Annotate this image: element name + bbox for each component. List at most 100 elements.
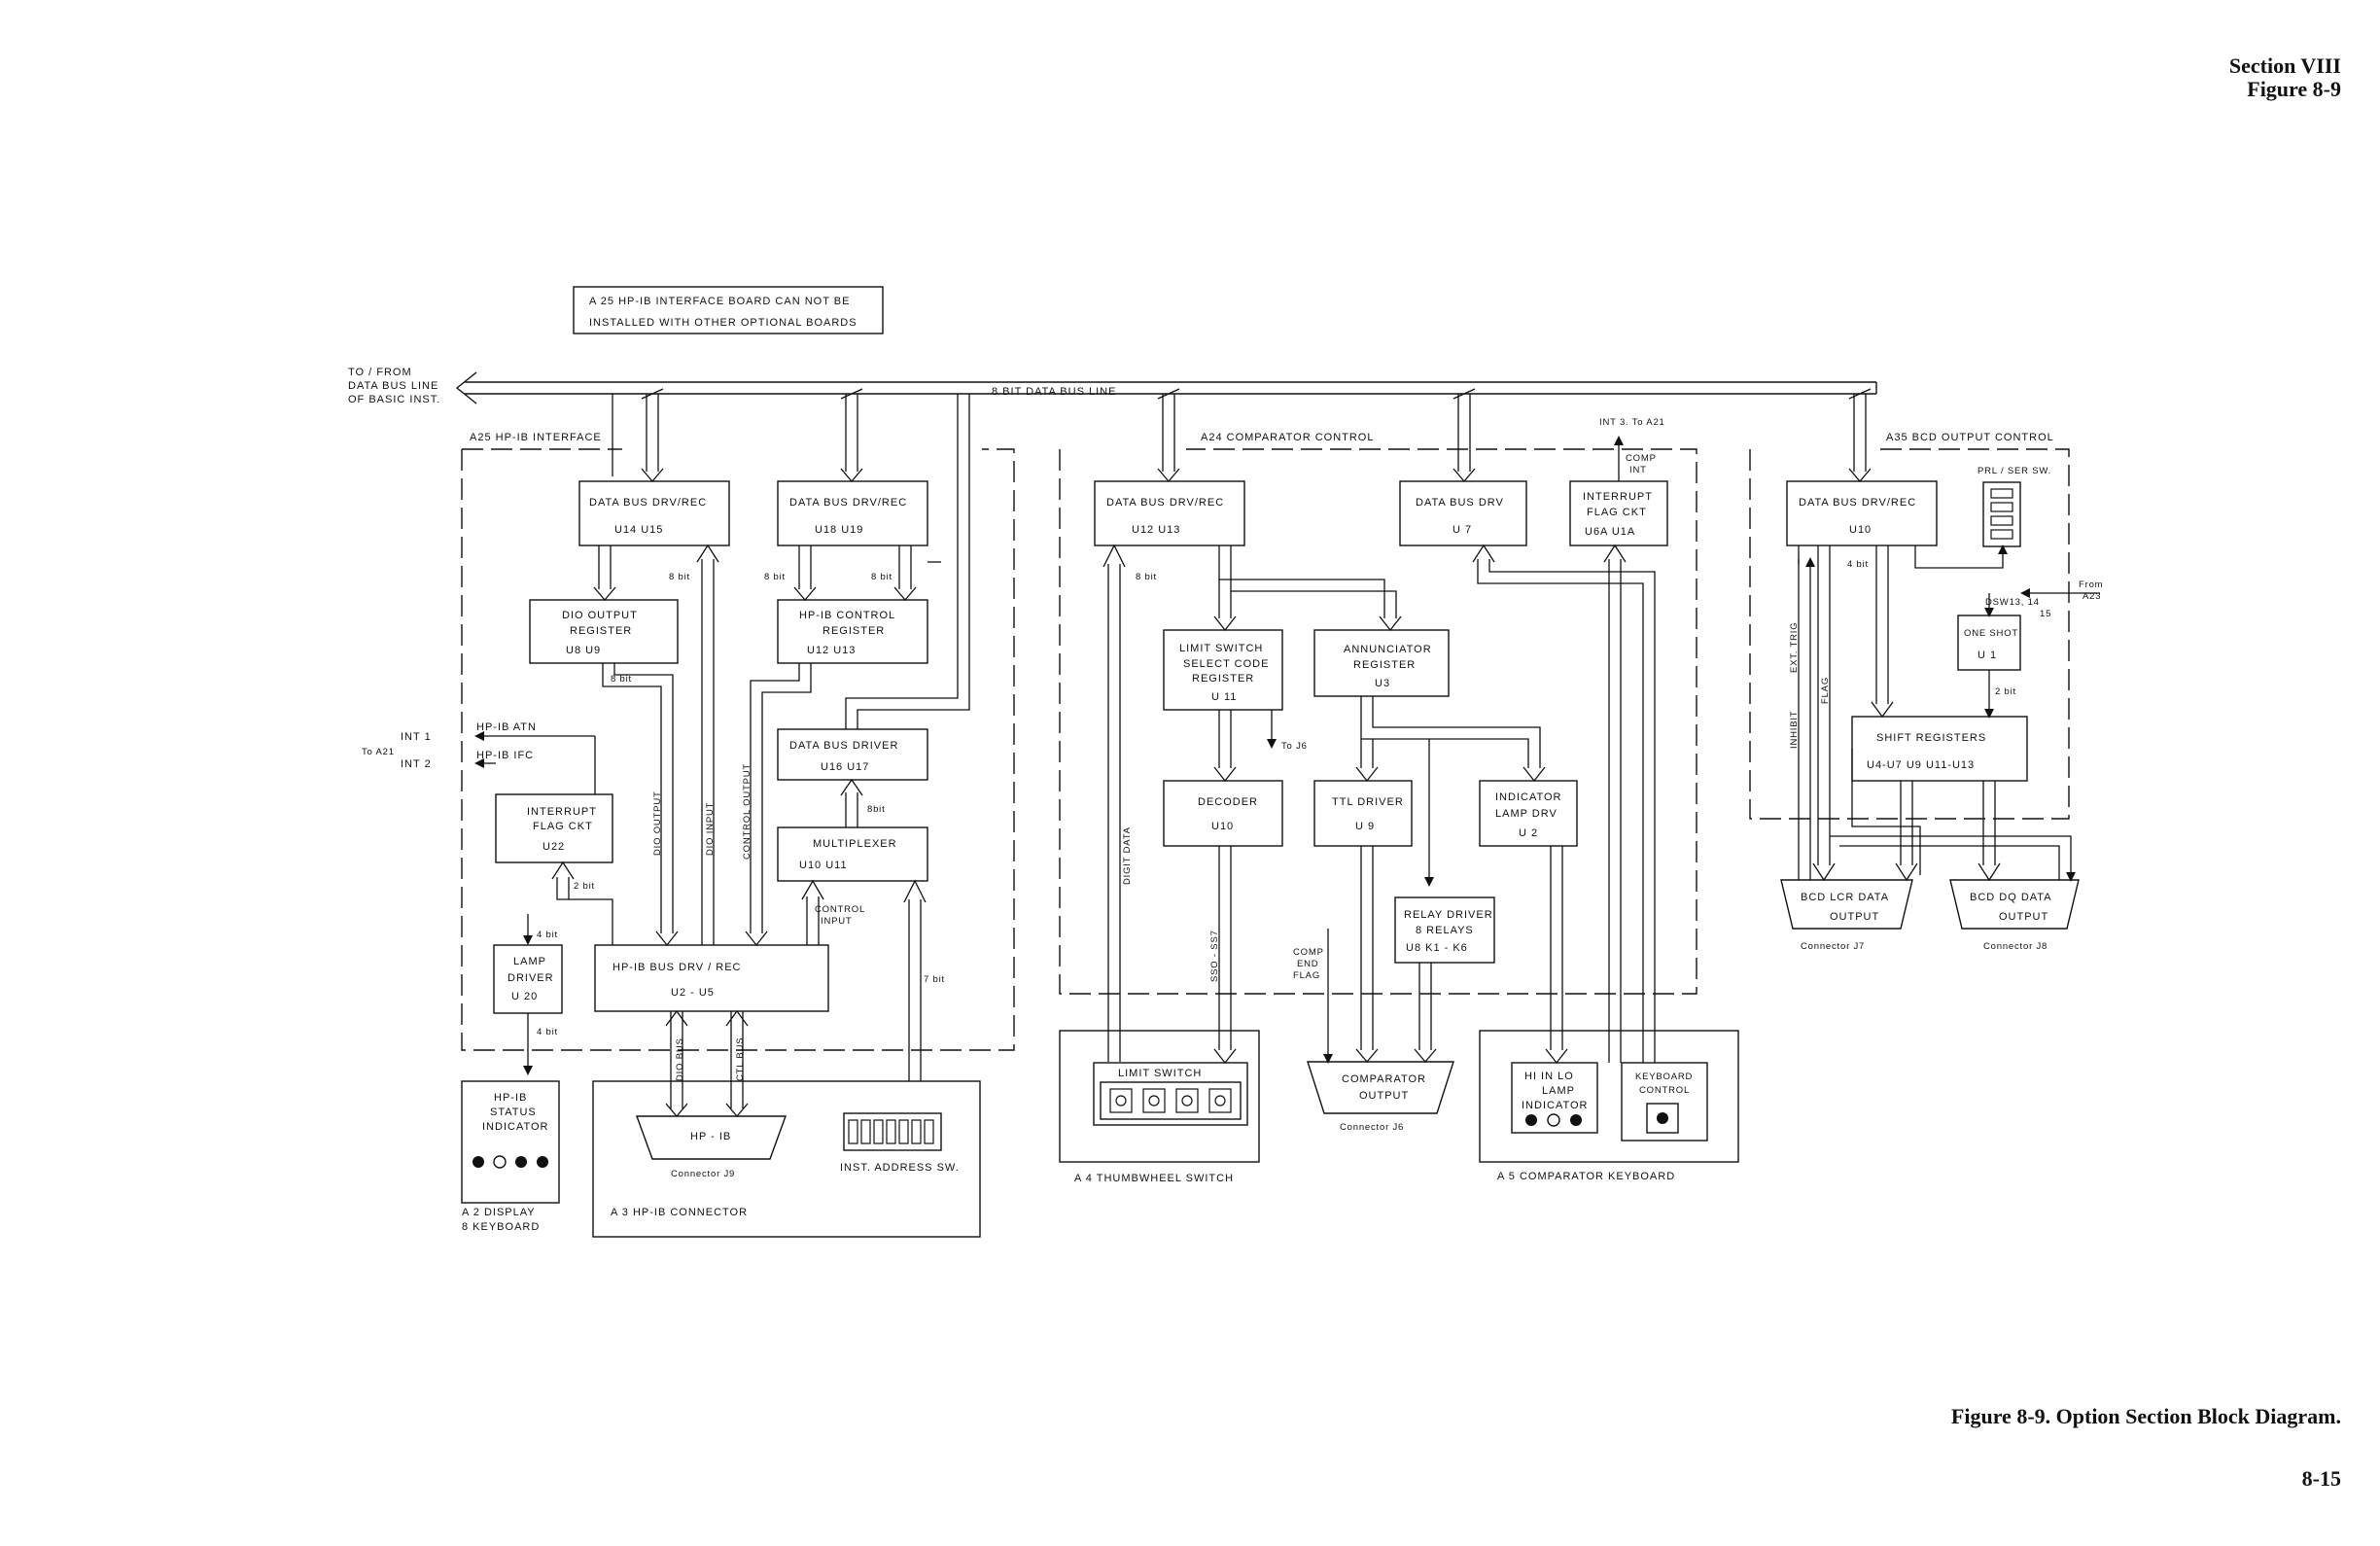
block-text: CONTROL xyxy=(1639,1085,1690,1096)
block-text: U18 U19 xyxy=(815,524,863,536)
block-text: LIMIT SWITCH xyxy=(1118,1068,1202,1079)
vertical-label: DIO OUTPUT xyxy=(652,791,663,856)
block-text: U10 xyxy=(1849,524,1872,536)
block-text: U14 U15 xyxy=(614,524,663,536)
signal-label: 8 bit xyxy=(871,572,892,582)
block-text: U 20 xyxy=(511,991,538,1002)
block-text: U22 xyxy=(542,841,565,853)
prl-ser-bars xyxy=(1990,488,2013,540)
block-text: INTERRUPT xyxy=(527,806,597,818)
signal-label: INT xyxy=(1629,465,1647,475)
signal-label: INPUT xyxy=(821,916,853,927)
block-text: FLAG CKT xyxy=(533,821,593,832)
connector-j9-shape xyxy=(636,1115,787,1160)
figure-label: Figure 8-9 xyxy=(2247,77,2341,101)
indicator-lamp-drv xyxy=(1479,780,1578,847)
block-text: DATA BUS DRV/REC xyxy=(789,497,907,509)
a4-board-box xyxy=(1059,1030,1260,1163)
limit-switch-box xyxy=(1093,1062,1248,1126)
signal-label: 8 bit xyxy=(611,674,632,685)
prl-ser-switch-box xyxy=(1982,481,2021,547)
signal-label: CONTROL xyxy=(815,904,865,915)
block-text: REGISTER xyxy=(1192,673,1254,685)
block-text: LAMP xyxy=(1542,1085,1575,1097)
block-text: RELAY DRIVER xyxy=(1404,909,1493,921)
signal-label: 4 bit xyxy=(537,930,558,940)
section-a4: A 4 THUMBWHEEL SWITCH xyxy=(1074,1173,1234,1184)
block-text: ANNUNCIATOR xyxy=(1344,644,1432,655)
signal-label: 15 xyxy=(2040,609,2051,619)
limit-switch-select-code-register xyxy=(1163,629,1283,711)
ttl-driver xyxy=(1313,780,1413,847)
indicator-lamps xyxy=(472,1112,1668,1169)
one-shot xyxy=(1957,615,2021,671)
to-from-3: OF BASIC INST. xyxy=(348,394,440,405)
section-a3: A 3 HP-IB CONNECTOR xyxy=(611,1207,748,1218)
block-text: Connector J6 xyxy=(1340,1122,1404,1133)
section-a5: A 5 COMPARATOR KEYBOARD xyxy=(1497,1171,1675,1182)
interrupt-flag-ckt-u22 xyxy=(495,793,613,863)
data-bus-driver xyxy=(777,728,928,781)
block-text: TTL DRIVER xyxy=(1332,796,1404,808)
section-borders xyxy=(461,448,2070,1051)
section-label: Section VIII xyxy=(2228,53,2341,78)
signal-label: COMP xyxy=(1626,453,1657,464)
block-text: DATA BUS DRV/REC xyxy=(589,497,707,509)
block-text: U4-U7 U9 U11-U13 xyxy=(1867,759,1975,771)
multiplexer xyxy=(777,826,928,882)
data-bus-label: 8 BIT DATA BUS LINE xyxy=(992,386,1116,398)
block-text: LIMIT SWITCH xyxy=(1179,643,1263,654)
signal-label: 7 bit xyxy=(924,974,945,985)
block-text: REGISTER xyxy=(822,625,885,637)
block-text: INDICATOR xyxy=(1522,1100,1589,1111)
signal-label: HP-IB IFC xyxy=(476,750,534,761)
data-bus-drv-u7 xyxy=(1399,480,1527,546)
signal-label: FLAG xyxy=(1293,970,1320,981)
vertical-label: DIGIT DATA xyxy=(1122,826,1133,885)
vertical-label: INHIBIT xyxy=(1789,711,1800,749)
a3-board-box xyxy=(592,1080,981,1238)
block-text: DRIVER xyxy=(508,972,554,984)
block-text: DIO OUTPUT xyxy=(562,610,638,621)
signal-label: 8 bit xyxy=(764,572,786,582)
section-a2-2: 8 KEYBOARD xyxy=(462,1221,540,1233)
block-text: U 11 xyxy=(1211,691,1237,703)
block-text: U 9 xyxy=(1355,821,1375,832)
block-text: DATA BUS DRIVER xyxy=(789,740,898,752)
data-bus-line xyxy=(455,371,1877,404)
block-text: INTERRUPT xyxy=(1583,491,1653,503)
signal-label: 8 bit xyxy=(1136,572,1157,582)
to-from-1: TO / FROM xyxy=(348,367,412,378)
vertical-label: SSO - SS7 xyxy=(1209,930,1220,982)
bcd-lcr-shape xyxy=(1780,879,1913,930)
block-text: U8 U9 xyxy=(566,645,601,656)
signal-label: 2 bit xyxy=(574,881,595,892)
vertical-label: DIO INPUT xyxy=(705,802,716,856)
block-text: U6A U1A xyxy=(1585,526,1635,538)
signal-label: 8 bit xyxy=(669,572,690,582)
data-bus-drv-rec-u12 xyxy=(1094,480,1245,546)
a2-board-box xyxy=(461,1080,560,1204)
block-text: INST. ADDRESS SW. xyxy=(840,1162,960,1174)
block-text: OUTPUT xyxy=(1359,1090,1409,1102)
block-text: LAMP xyxy=(513,956,546,967)
note-box xyxy=(573,286,884,334)
note-line-1: A 25 HP-IB INTERFACE BOARD CAN NOT BE xyxy=(589,296,850,307)
block-text: U16 U17 xyxy=(821,761,869,773)
block-text: U 1 xyxy=(1978,650,1997,661)
hi-in-lo-lamp-box xyxy=(1511,1062,1598,1134)
block-text: SELECT CODE xyxy=(1183,658,1269,670)
section-a24: A24 COMPARATOR CONTROL xyxy=(1201,432,1374,443)
block-text: U12 U13 xyxy=(1132,524,1180,536)
bcd-dq-shape xyxy=(1949,879,2080,930)
block-text: U10 xyxy=(1211,821,1234,832)
signal-label: 8bit xyxy=(867,804,886,815)
block-text: HP - IB xyxy=(690,1131,731,1142)
block-text: 8 RELAYS xyxy=(1416,925,1474,936)
block-text: DATA BUS DRV/REC xyxy=(1106,497,1224,509)
block-text: FLAG CKT xyxy=(1587,507,1647,518)
block-text: INDICATOR xyxy=(1495,791,1562,803)
vertical-label: EXT. TRIG xyxy=(1789,622,1800,673)
thumbwheel-digits xyxy=(1109,1088,1232,1113)
